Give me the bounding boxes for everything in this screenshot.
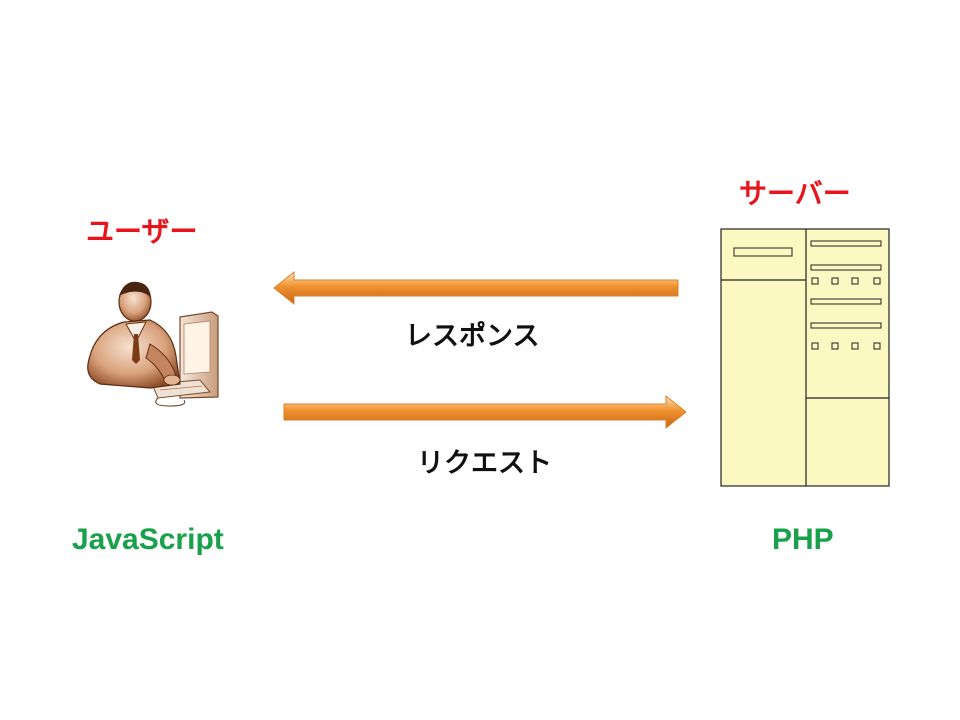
user-title: ユーザー — [86, 215, 198, 248]
response-label: レスポンス — [405, 321, 540, 352]
server-title: サーバー — [739, 177, 851, 210]
request-arrow — [283, 394, 687, 430]
server-rack-icon — [720, 228, 890, 487]
javascript-label: JavaScript — [72, 523, 224, 556]
user-at-computer-icon — [87, 281, 219, 407]
php-label: PHP — [772, 523, 834, 556]
request-label: リクエスト — [417, 448, 552, 479]
response-arrow — [273, 270, 679, 306]
